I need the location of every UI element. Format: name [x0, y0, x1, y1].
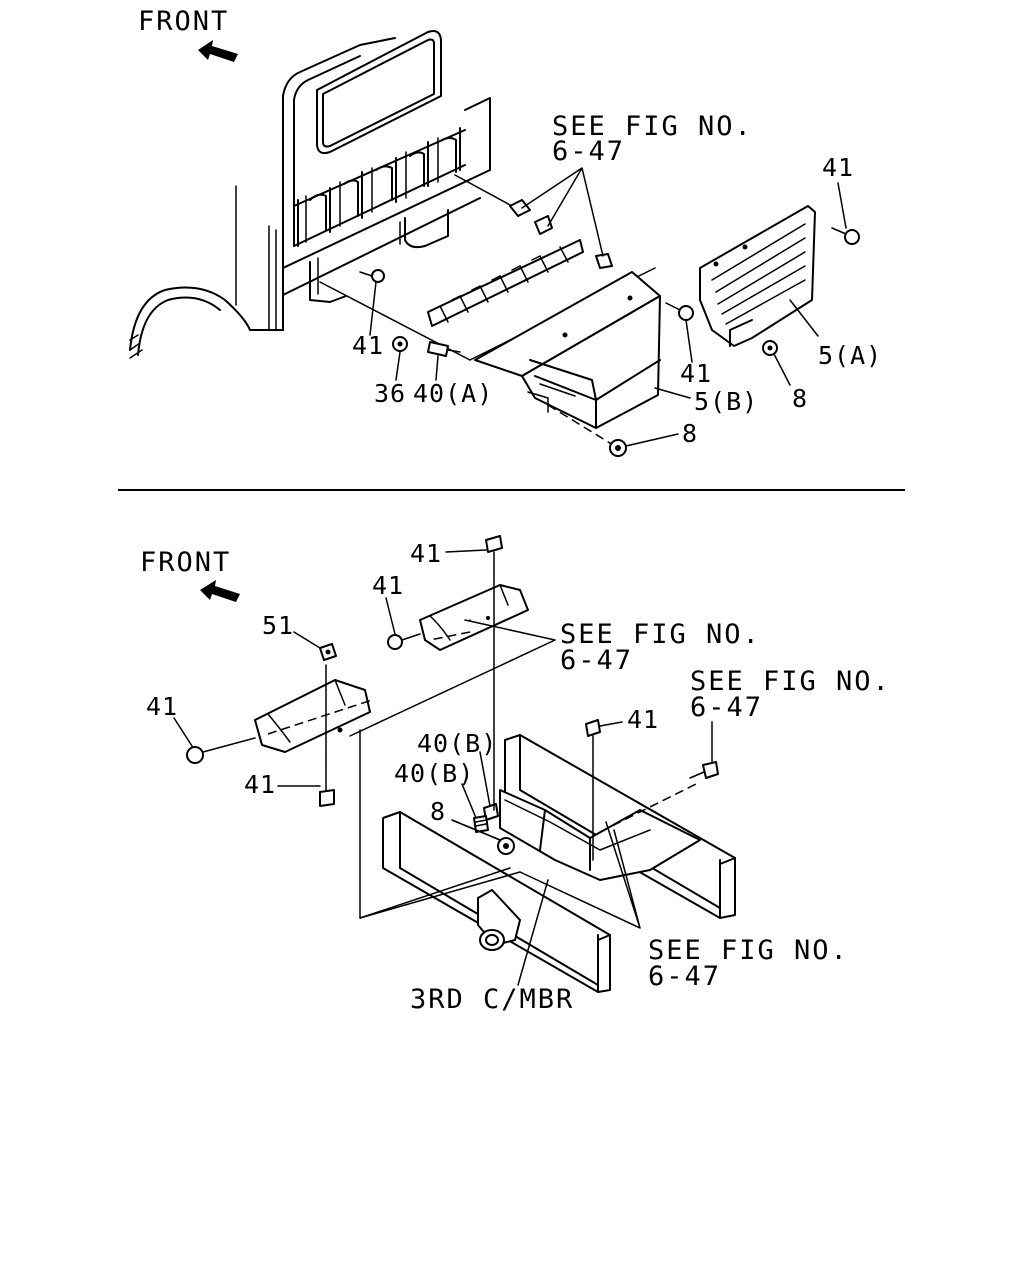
leader-41-top [445, 549, 487, 553]
bottom-figure: FRONT [140, 535, 891, 1015]
stud-40a [427, 341, 461, 357]
bolt-41-right [585, 719, 601, 753]
nut-8-bottom [609, 439, 627, 457]
leader-40a [435, 355, 439, 381]
leader-8-bottom [625, 433, 679, 447]
bolt-41-left [186, 737, 256, 764]
callout-8-bottom: 8 [682, 419, 698, 448]
nut-8-right [762, 340, 778, 356]
see-fig-label-top: SEE FIG NO. [552, 111, 753, 142]
clip-part-3 [595, 253, 613, 269]
spring-hanger [477, 889, 521, 951]
leader-5b [654, 387, 691, 399]
bolt-41-left [359, 269, 385, 283]
leader-41-right [599, 721, 623, 727]
see-fig-leaders-c [519, 821, 641, 929]
see-fig-leaders-a [349, 619, 556, 737]
callout-41-upper-left: 41 [372, 571, 404, 600]
see-fig-number-c: 6-47 [648, 961, 721, 992]
cover-5a [699, 205, 816, 347]
top-figure: FRONT [129, 6, 882, 457]
front-label-bottom: FRONT [140, 547, 231, 578]
leader-8 [451, 819, 501, 841]
bolt-41-top-right [831, 227, 860, 245]
cab-body [129, 30, 491, 359]
see-fig-number-a: 6-47 [560, 645, 633, 676]
leader-41-left [173, 717, 193, 747]
leader-8-right [773, 353, 791, 386]
callout-5a: 5(A) [818, 341, 882, 370]
member-label: 3RD C/MBR [410, 984, 574, 1015]
callout-40b-upper: 40(B) [417, 729, 497, 758]
callout-5b: 5(B) [694, 387, 758, 416]
stud-40b-lower [473, 815, 489, 833]
nut-51 [319, 643, 337, 661]
leader-top-2 [454, 174, 513, 207]
see-fig-label-a: SEE FIG NO. [560, 619, 761, 650]
callout-41-left: 41 [352, 331, 384, 360]
bolt-see-fig-right [689, 761, 719, 779]
leader-41-top-right [837, 182, 847, 229]
front-arrow-icon-bottom [200, 580, 240, 602]
guide-line-dash-3 [599, 781, 701, 833]
guide-line-5 [359, 867, 511, 919]
leader-40b-upper [479, 751, 491, 807]
callout-36: 36 [374, 379, 406, 408]
callout-41-top: 41 [410, 539, 442, 568]
leader-51 [293, 631, 321, 649]
leader-36 [395, 351, 401, 381]
see-fig-label-b: SEE FIG NO. [690, 666, 891, 697]
bracket-strip [427, 239, 584, 327]
bolt-41-top [485, 535, 503, 569]
callout-40a: 40(A) [413, 379, 493, 408]
guide-line-dash-1 [267, 699, 373, 735]
callout-51: 51 [262, 611, 294, 640]
front-arrow-icon-top [198, 40, 238, 62]
callout-8-right: 8 [792, 384, 808, 413]
clip-part-1 [509, 199, 531, 217]
battery-box-5b [474, 271, 661, 429]
bracket-left [254, 679, 371, 753]
nut-8-bottom-figure [497, 837, 515, 855]
leader-41-left [369, 281, 377, 336]
callout-8: 8 [430, 797, 446, 826]
leader-41-mid [685, 319, 693, 363]
bolt-41-upper-left [387, 633, 421, 650]
callout-41-lower: 41 [244, 770, 276, 799]
callout-40b-lower: 40(B) [394, 759, 474, 788]
leader-40b-lower [461, 783, 477, 819]
callout-41-left: 41 [146, 692, 178, 721]
see-fig-leaders-top [521, 167, 604, 257]
guide-line-dash-2 [429, 631, 471, 641]
bolt-41-mid [665, 302, 694, 321]
member-label-leader [517, 879, 549, 986]
callout-41-right: 41 [627, 705, 659, 734]
callout-41-mid: 41 [680, 359, 712, 388]
front-label-top: FRONT [138, 6, 229, 37]
leader-41-upper-left [385, 597, 396, 635]
see-fig-number-top: 6-47 [552, 136, 625, 167]
nut-36 [392, 336, 408, 352]
clip-part-2 [534, 215, 553, 235]
leader-5a [789, 299, 819, 337]
cross-member-3rd [499, 789, 701, 881]
bracket-upper [419, 584, 529, 651]
see-fig-label-c: SEE FIG NO. [648, 935, 849, 966]
callout-41-top-right: 41 [822, 153, 854, 182]
bolt-41-lower [319, 759, 335, 807]
see-fig-number-b: 6-47 [690, 692, 763, 723]
